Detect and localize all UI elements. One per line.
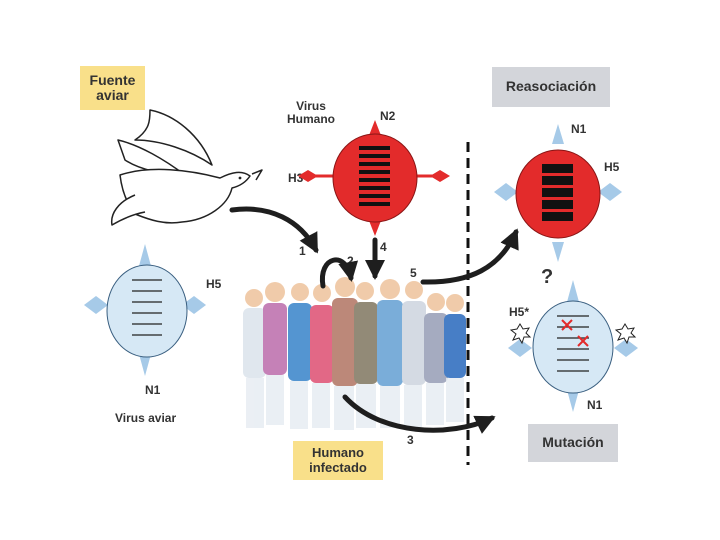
virus-humano-label: Virus Humano — [287, 99, 335, 127]
fuente-aviar-box: Fuente aviar — [80, 66, 145, 110]
dove-icon — [110, 109, 263, 226]
arrow-step-2 — [319, 257, 359, 289]
h3-label: H3 — [288, 171, 304, 185]
spike-burst-icon — [509, 323, 637, 345]
arrow-step-1 — [229, 206, 319, 254]
h5-left-label: H5 — [206, 277, 222, 291]
question-mark: ? — [541, 266, 554, 288]
arrow-step-5 — [420, 228, 519, 285]
reasociacion-box: Reasociación — [492, 67, 610, 107]
step-5-label: 5 — [410, 266, 417, 280]
mutacion-box: Mutación — [528, 424, 618, 462]
h5-mutated-label: H5* — [509, 305, 530, 319]
humano-infectado-box: Humano infectado — [293, 441, 383, 480]
n1-left-label: N1 — [145, 383, 161, 397]
h5-top-right-label: H5 — [604, 160, 620, 174]
virus-mutado-icon — [508, 280, 638, 412]
n2-label: N2 — [380, 109, 396, 123]
n1-mutated-label: N1 — [587, 398, 603, 412]
step-3-label: 3 — [407, 433, 414, 447]
virus-aviar-label: Virus aviar — [115, 411, 177, 425]
arrow-step-3 — [342, 394, 496, 434]
virus-reasociado-icon — [494, 124, 622, 262]
mutation-x-icon — [561, 319, 589, 347]
virus-humano-icon — [298, 120, 450, 236]
crowd-icon — [243, 277, 466, 430]
step-4-label: 4 — [380, 240, 387, 254]
n1-top-right-label: N1 — [571, 122, 587, 136]
virus-aviar-icon — [84, 244, 206, 376]
